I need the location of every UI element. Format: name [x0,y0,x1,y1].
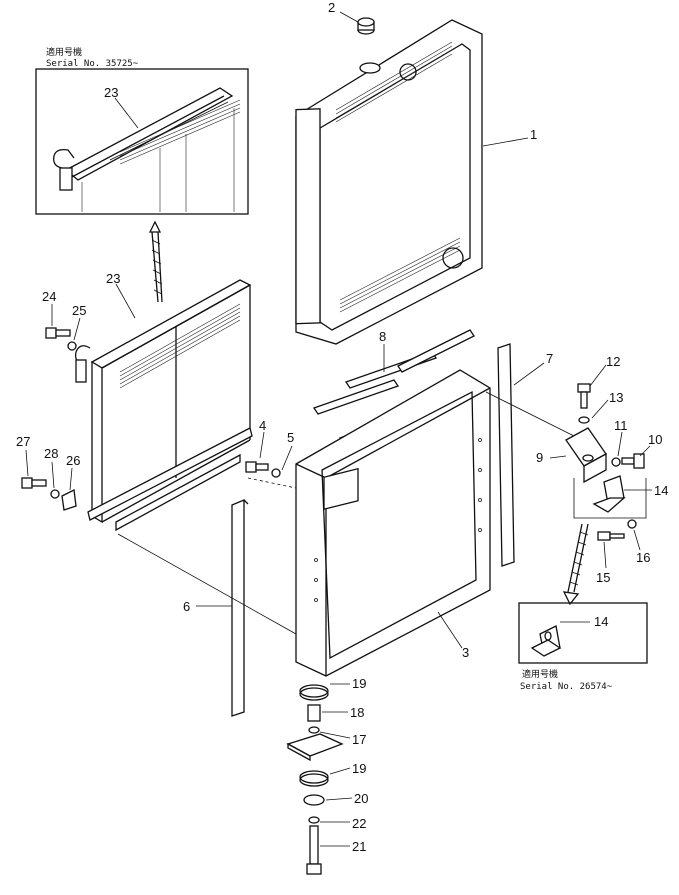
callout-3: 3 [462,645,469,660]
inset-bottom-frame [518,602,648,664]
bolt-15 [597,531,625,541]
washer-25 [67,341,77,351]
inset-bottom-label-line2: Serial No. 26574~ [520,682,613,692]
leader-11 [617,431,623,457]
washer-16 [627,519,637,529]
callout-24: 24 [42,289,56,304]
leader-9 [549,455,567,459]
callout-6: 6 [183,599,190,614]
callout-18: 18 [350,705,364,720]
bracket-14 [573,475,647,519]
callout-9: 9 [536,450,543,465]
leader-10 [639,445,651,457]
leader-7 [513,362,545,386]
callout-21: 21 [352,839,366,854]
callout-8: 8 [379,329,386,344]
callout-14b: 14 [594,614,608,629]
leader-4 [259,431,265,459]
callout-2: 2 [328,0,335,15]
callout-20: 20 [354,791,368,806]
callout-19b: 19 [352,761,366,776]
callout-13: 13 [609,390,623,405]
seal-7 [497,343,515,567]
callout-26: 26 [66,453,80,468]
callout-15: 15 [596,570,610,585]
bracket-9 [565,427,607,484]
arrow-inset-top [148,220,163,303]
bolt-21 [309,825,319,865]
leader-25 [73,317,81,341]
fan-shroud [74,279,253,532]
leader-27 [25,449,29,477]
washer-13 [578,416,590,424]
collar-18 [307,704,321,722]
washer-5 [271,468,281,478]
washer-20 [303,794,325,806]
inset-top-label-line1: 適用号機 [46,46,82,58]
washer-11 [611,457,621,467]
inset-bottom: 14 適用号機 Serial No. 26574~ [518,602,648,692]
callout-11: 11 [614,418,628,433]
callout-10: 10 [648,432,662,447]
callout-7: 7 [546,351,553,366]
leader-26 [69,467,73,491]
washer-28 [50,489,60,499]
radiator-frame [295,369,491,677]
inset-bottom-label-line1: 適用号機 [522,668,558,680]
callout-25: 25 [72,303,86,318]
leader-23b [115,283,136,319]
seal-6 [231,499,245,717]
callout-23a: 23 [104,85,118,100]
assembly-lines [117,391,575,635]
leader-5 [281,445,293,471]
plate-26 [61,489,77,511]
callout-22: 22 [352,816,366,831]
leader-17 [319,731,351,739]
callout-27: 27 [16,434,30,449]
cushion-19b [299,773,329,787]
bolt-24 [45,327,71,339]
callout-4: 4 [259,418,266,433]
seal-6-edge [243,499,249,505]
leader-23a [114,97,139,129]
bolt-12 [577,383,591,409]
radiator [295,19,483,345]
cushion-19a [299,687,329,701]
leader-2 [339,11,359,23]
inset-top-label-line2: Serial No. 35725~ [46,59,139,69]
callout-14a: 14 [654,483,668,498]
leader-19b [329,767,351,775]
bolt-10 [621,453,645,469]
callout-5: 5 [287,430,294,445]
radiator-cap [357,17,375,35]
leader-12 [589,364,607,387]
leader-16 [633,529,641,551]
inset-top-frame [35,68,249,215]
mount-stack [286,684,344,875]
leader-28 [51,461,55,489]
callout-16: 16 [636,550,650,565]
callout-1: 1 [530,127,537,142]
inset-top-shroud [53,87,241,212]
leader-15 [603,541,607,569]
washer-17 [308,726,320,734]
callout-23b: 23 [106,271,120,286]
leader-13 [591,399,609,419]
callout-28: 28 [44,446,58,461]
leader-3 [437,611,463,649]
callout-19a: 19 [352,676,366,691]
arrow-inset-bottom [562,523,589,606]
callout-12: 12 [606,354,620,369]
leader-20 [325,797,353,801]
inset-top: 適用号機 Serial No. 35725~ [35,46,249,215]
bolt-4 [245,461,269,473]
washer-22 [308,816,320,824]
bolt-27 [21,477,47,489]
callout-17: 17 [352,732,366,747]
leader-1 [482,137,529,147]
